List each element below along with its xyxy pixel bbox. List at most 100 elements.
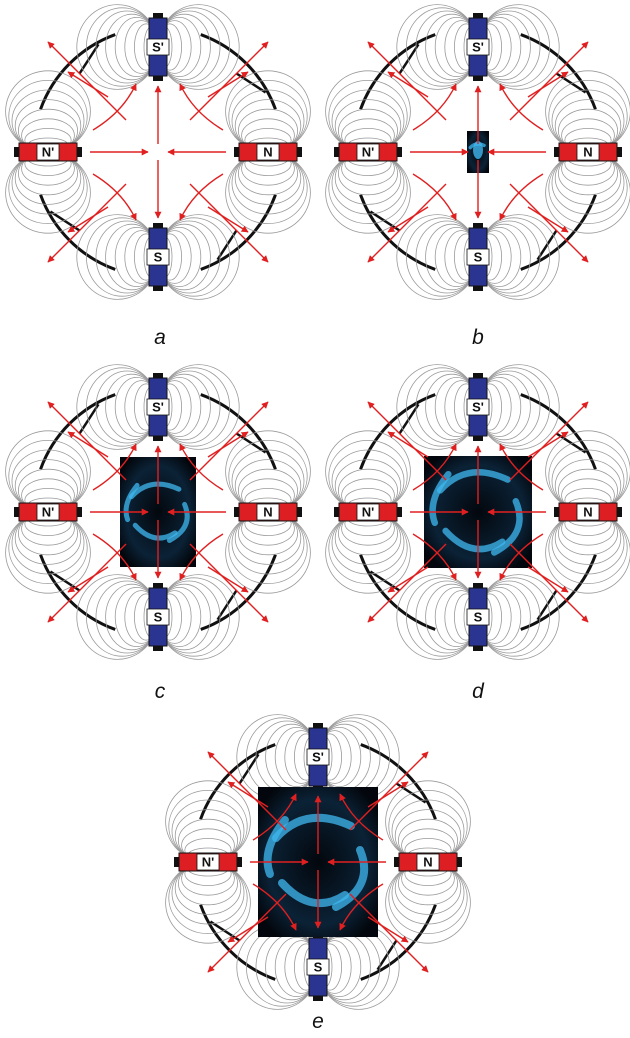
arrow-outward	[367, 543, 447, 623]
magnet-diagram-e: S' S N' N	[165, 714, 471, 1010]
arrow-outward	[387, 206, 429, 233]
arrow-outward	[67, 71, 109, 98]
arrow-outward	[189, 401, 269, 481]
arrow-curve	[92, 533, 137, 581]
magnet-bottom: S	[396, 574, 560, 660]
arrow-curve	[499, 443, 544, 491]
arrow-outward	[367, 781, 409, 808]
magnet-label-left: N'	[362, 505, 374, 520]
arrow-outward	[527, 206, 569, 233]
diagram-panel-c: S' S N' N	[5, 362, 311, 662]
arrow-outward	[227, 916, 269, 943]
plasma-filament	[123, 482, 140, 523]
magnet-label-bottom: S	[154, 250, 163, 265]
magnet-label-left: N'	[202, 855, 214, 870]
magnet-right: N	[545, 70, 630, 234]
arrow-outward	[509, 183, 589, 263]
magnet-label-top: S'	[152, 400, 164, 415]
arrow-curve	[499, 533, 544, 581]
arrow-outward	[367, 916, 409, 943]
flux-arrows	[47, 401, 269, 623]
magnet-left: N'	[5, 430, 91, 594]
magnet-label-bottom: S	[474, 250, 483, 265]
arrow-outward	[207, 71, 249, 98]
arrow-outward	[47, 401, 127, 481]
arrow-curve	[339, 883, 384, 931]
magnet-label-left: N'	[42, 145, 54, 160]
magnet-label-bottom: S	[474, 610, 483, 625]
magnet-right: N	[225, 430, 311, 594]
arrow-curve	[252, 883, 297, 931]
arrow-outward	[227, 781, 269, 808]
arrow-curve	[179, 173, 224, 221]
magnet-label-left: N'	[362, 145, 374, 160]
magnet-bottom: S	[76, 574, 240, 660]
flux-arrows	[207, 751, 429, 973]
magnet-label-right: N	[263, 505, 272, 520]
arrow-outward	[527, 71, 569, 98]
magnet-left: N'	[325, 70, 411, 234]
arrow-outward	[527, 566, 569, 593]
arrow-outward	[189, 183, 269, 263]
magnet-top: S'	[396, 364, 560, 450]
magnet-bottom: S	[396, 214, 560, 300]
arrow-outward	[67, 566, 109, 593]
arrow-outward	[367, 183, 447, 263]
magnet-label-right: N	[583, 505, 592, 520]
arrow-curve	[179, 443, 224, 491]
magnet-diagram-d: S' S N' N	[325, 364, 630, 660]
arrow-outward	[387, 566, 429, 593]
flux-arrows	[367, 41, 589, 263]
magnet-left: N'	[325, 430, 411, 594]
arrow-curve	[92, 83, 137, 131]
flux-arrows	[47, 41, 269, 263]
diagram-panel-b: S' S N' N	[325, 2, 630, 302]
arrow-outward	[349, 751, 429, 831]
magnet-top: S'	[76, 364, 240, 450]
magnet-label-bottom: S	[314, 960, 323, 975]
arrow-outward	[527, 431, 569, 458]
magnet-top: S'	[76, 4, 240, 90]
magnet-bottom: S	[236, 924, 400, 1010]
arrow-curve	[499, 83, 544, 131]
plasma-filament	[442, 527, 506, 553]
arrow-curve	[412, 533, 457, 581]
magnet-label-top: S'	[472, 40, 484, 55]
magnet-label-top: S'	[472, 400, 484, 415]
panel-caption-a: a	[154, 326, 166, 349]
magnet-left: N'	[5, 70, 91, 234]
plasma-filament	[128, 481, 182, 500]
magnet-left: N'	[165, 780, 251, 944]
plasma-filament	[132, 522, 178, 541]
arrow-outward	[207, 893, 287, 973]
magnet-right: N	[225, 70, 311, 234]
flux-arrows	[367, 401, 589, 623]
magnet-diagram-b: S' S N' N	[325, 4, 630, 300]
diagram-panel-e: S' S N' N	[165, 712, 471, 1012]
arrow-outward	[509, 543, 589, 623]
arrow-outward	[509, 41, 589, 121]
magnet-label-left: N'	[42, 505, 54, 520]
arrow-outward	[47, 543, 127, 623]
arrow-curve	[412, 173, 457, 221]
diagram-panel-d: S' S N' N	[325, 362, 630, 662]
panel-caption-b: b	[472, 326, 484, 349]
magnet-right: N	[385, 780, 471, 944]
arrow-curve	[412, 443, 457, 491]
arrow-outward	[47, 41, 127, 121]
arrow-outward	[189, 543, 269, 623]
magnet-bottom: S	[76, 214, 240, 300]
arrow-outward	[387, 431, 429, 458]
magnet-top: S'	[396, 4, 560, 90]
magnet-label-right: N	[263, 145, 272, 160]
arrow-outward	[349, 893, 429, 973]
field-lines-bottom	[396, 574, 560, 660]
plasma-filament	[272, 813, 355, 842]
arrow-curve	[499, 173, 544, 221]
magnet-label-top: S'	[312, 750, 324, 765]
plasma-filament	[436, 469, 511, 494]
magnet-right: N	[545, 430, 630, 594]
magnet-label-right: N	[423, 855, 432, 870]
panel-caption-d: d	[472, 680, 484, 703]
arrow-outward	[207, 751, 287, 831]
